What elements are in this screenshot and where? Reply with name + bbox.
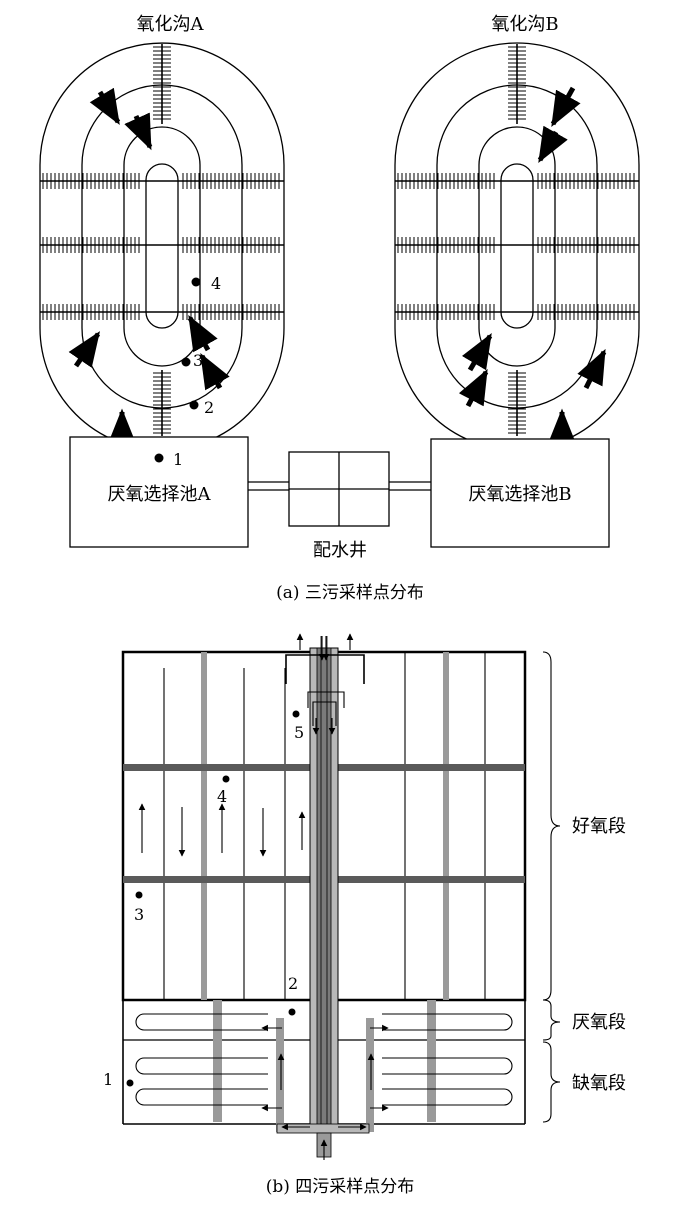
flow-arrow (124, 112, 153, 151)
zone-braces (542, 651, 561, 1123)
flow-arrow (458, 368, 489, 408)
sampling-point-dot (126, 1079, 134, 1087)
baffle (135, 1057, 268, 1075)
sampling-point-dot (191, 277, 201, 287)
caption-b: (b) 四污采样点分布 (266, 1177, 415, 1197)
sampling-point-dot (189, 400, 199, 410)
caption-a: (a) 三污采样点分布 (276, 583, 424, 603)
ditch-b-middle-ring (436, 84, 598, 409)
aerobic-label: 好氧段 (572, 816, 626, 837)
ditch-b-aerators (395, 44, 639, 436)
brace-anaerobic (542, 999, 561, 1041)
ditch-b-island (500, 163, 534, 329)
sampling-point-dot (181, 357, 191, 367)
sampling-point-dot (222, 775, 230, 783)
flow-arrow (550, 86, 581, 128)
sampling-point-dot (135, 891, 143, 899)
ditch-a-middle-ring (81, 84, 243, 409)
panel-a: 氧化沟A 氧化沟B (39, 14, 640, 603)
panel-b: 1 2 3 4 5 好氧段 厌氧段 缺氧段 (b) 四污采样点分布 (103, 633, 626, 1197)
sampling-point-dot (288, 1008, 296, 1016)
panel-b-sampling-points: 1 2 3 4 5 (103, 710, 304, 1089)
brace-anoxic (542, 1041, 561, 1123)
ditch-b-flow-arrows (458, 86, 607, 450)
sampling-point-label: 3 (193, 351, 203, 370)
flow-arrow (89, 87, 121, 126)
flow-arrow (199, 352, 230, 391)
anaerobic-label: 厌氧段 (572, 1012, 626, 1033)
sampling-point-label: 4 (217, 787, 227, 806)
baffle (135, 1088, 268, 1106)
ditch-a-outer-ring (39, 42, 285, 451)
ditch-a-flow-arrows (68, 87, 230, 448)
ditch-a-island (145, 163, 179, 329)
baffle (382, 1088, 513, 1106)
well-label: 配水井 (313, 540, 367, 561)
anoxic-label: 缺氧段 (572, 1073, 626, 1094)
baffle (382, 1057, 513, 1075)
ditch-a-label: 氧化沟A (137, 14, 205, 35)
distribution-well (248, 451, 431, 527)
flow-arrow (577, 348, 607, 390)
flow-arrow (461, 332, 493, 372)
sampling-point-label: 2 (288, 974, 298, 993)
panel-a-sampling-points: 1 2 3 4 (154, 274, 221, 469)
flow-arrow (68, 331, 101, 368)
flow-arrow (537, 125, 568, 164)
tank-b-label: 厌氧选择池B (468, 484, 571, 505)
ditch-a-aerators (40, 44, 284, 436)
sampling-point-label: 4 (211, 274, 221, 293)
serpentine-baffles (135, 1013, 513, 1106)
ditch-b-label: 氧化沟B (491, 14, 558, 35)
tank-a-label: 厌氧选择池A (108, 484, 212, 505)
sampling-point-dot (154, 453, 164, 463)
sampling-point-label: 1 (103, 1070, 113, 1089)
baffle (382, 1013, 513, 1031)
central-pipe (276, 636, 370, 1158)
brace-aerobic (542, 651, 561, 1001)
channel-flow-arrows (138, 803, 389, 1131)
flow-arrow (187, 314, 218, 353)
anaerobic-tank-b (430, 438, 610, 548)
sampling-point-label: 2 (204, 398, 214, 417)
sampling-point-label: 1 (173, 450, 183, 469)
ditch-b-inner-ring (478, 126, 556, 367)
ditch-b-outer-ring (394, 42, 640, 451)
sampling-point-dot (292, 710, 300, 718)
sampling-point-label: 3 (134, 905, 144, 924)
pipe-flow-arrows (296, 633, 354, 1160)
baffle (135, 1013, 268, 1031)
sampling-point-label: 5 (294, 723, 304, 742)
